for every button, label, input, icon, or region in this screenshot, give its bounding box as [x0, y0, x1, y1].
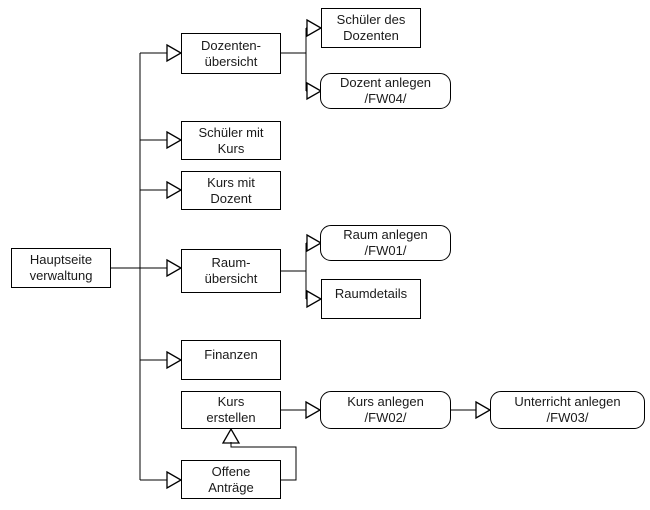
arrowhead-schueler-des-dozenten: [306, 18, 323, 38]
arrowhead-raumuebersicht: [166, 258, 183, 278]
arrowhead-raum-anlegen: [306, 233, 323, 253]
arrowhead-schueler-mit-kurs: [166, 130, 183, 150]
node-dozentenuebersicht[interactable]: Dozenten- übersicht: [181, 33, 281, 74]
arrowhead-kurs-erstellen: [221, 427, 241, 444]
arrowhead-offene-antraege: [166, 470, 183, 490]
node-finanzen[interactable]: Finanzen: [181, 340, 281, 380]
node-dozent-anlegen[interactable]: Dozent anlegen /FW04/: [320, 73, 451, 109]
edge-offene-to-kurserstellen: [230, 442, 297, 481]
arrowhead-kurs-anlegen: [305, 400, 322, 420]
arrowhead-unterricht-anlegen: [475, 400, 492, 420]
arrowhead-kurs-mit-dozent: [166, 180, 183, 200]
node-label: Kurs anlegen /FW02/: [347, 394, 424, 425]
node-hauptseite[interactable]: Hauptseite verwaltung: [11, 248, 111, 288]
node-label: Offene Anträge: [208, 463, 254, 495]
node-kurs-erstellen[interactable]: Kurs erstellen: [181, 391, 281, 429]
arrowhead-dozent-anlegen: [306, 81, 323, 101]
arrowhead-dozentenuebersicht: [166, 43, 183, 63]
node-raum-anlegen[interactable]: Raum anlegen /FW01/: [320, 225, 451, 261]
node-label: Kurs erstellen: [206, 394, 256, 425]
node-label: Raum anlegen /FW01/: [343, 227, 428, 258]
node-kurs-anlegen[interactable]: Kurs anlegen /FW02/: [320, 391, 451, 429]
node-label: Raum- übersicht: [204, 255, 258, 286]
node-raumuebersicht[interactable]: Raum- übersicht: [181, 249, 281, 293]
node-unterricht-anlegen[interactable]: Unterricht anlegen /FW03/: [490, 391, 645, 429]
node-label: Dozent anlegen /FW04/: [339, 75, 432, 106]
node-label: Finanzen: [204, 347, 258, 362]
node-schueler-mit-kurs[interactable]: Schüler mit Kurs: [181, 121, 281, 160]
node-label: Schüler des Dozenten: [336, 12, 406, 43]
node-label: Hauptseite verwaltung: [29, 252, 93, 283]
node-raumdetails[interactable]: Raumdetails: [321, 279, 421, 319]
node-label: Raumdetails: [334, 286, 408, 301]
node-label: Kurs mit Dozent: [207, 174, 255, 206]
node-label: Schüler mit Kurs: [198, 124, 264, 156]
node-kurs-mit-dozent[interactable]: Kurs mit Dozent: [181, 171, 281, 210]
node-label: Dozenten- übersicht: [201, 37, 261, 69]
arrowhead-finanzen: [166, 350, 183, 370]
node-offene-antraege[interactable]: Offene Anträge: [181, 460, 281, 499]
arrowhead-raumdetails: [306, 289, 323, 309]
node-label: Unterricht anlegen /FW03/: [514, 394, 621, 425]
node-schueler-des-dozenten[interactable]: Schüler des Dozenten: [321, 8, 421, 48]
